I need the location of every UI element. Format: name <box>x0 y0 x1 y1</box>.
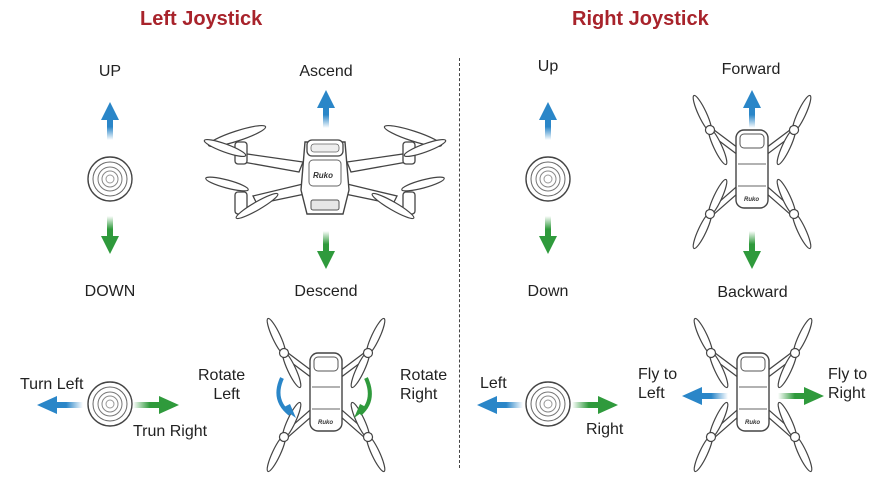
descend-label: Descend <box>294 283 358 300</box>
drone-roll-logo: Ruko <box>745 420 760 426</box>
rotate-right-label: Rotate Right <box>400 367 448 403</box>
fly-right-label: Fly to Right <box>828 366 868 402</box>
right-right-arrow <box>572 396 618 414</box>
right-up-label: Up <box>537 58 559 75</box>
backward-label: Backward <box>717 284 788 301</box>
turn-left-arrow <box>37 396 83 414</box>
ascend-arrow <box>317 90 335 128</box>
rotate-right-arrowhead <box>354 404 368 418</box>
ascend-label: Ascend <box>299 63 353 80</box>
right-down-label: Down <box>527 283 569 300</box>
right-joystick-title: Right Joystick <box>572 8 709 30</box>
left-joystick-title: Left Joystick <box>140 8 263 30</box>
rotate-left-label: Rotate Left <box>198 367 246 403</box>
backward-arrow <box>743 231 761 269</box>
descend-arrow <box>317 231 335 269</box>
left-up-label: UP <box>98 63 122 80</box>
right-up-arrow <box>539 102 557 140</box>
right-right-label: Right <box>586 421 624 438</box>
forward-label: Forward <box>721 61 781 78</box>
left-down-arrow <box>101 216 119 254</box>
turn-right-arrow <box>133 396 179 414</box>
drone-side-view <box>203 124 447 220</box>
left-joystick-knob-vertical <box>87 156 133 202</box>
drone-side-logo: Ruko <box>313 171 333 180</box>
right-joystick-knob-vertical <box>525 156 571 202</box>
forward-arrow <box>743 90 761 128</box>
turn-left-label: Turn Left <box>20 376 84 393</box>
right-left-arrow <box>477 396 523 414</box>
right-down-arrow <box>539 216 557 254</box>
fly-right-arrow <box>778 387 824 405</box>
left-up-arrow <box>101 102 119 140</box>
drone-rotate-logo: Ruko <box>318 420 333 426</box>
drone-pitch-logo: Ruko <box>744 197 759 203</box>
fly-left-label: Fly to Left <box>638 366 678 402</box>
fly-left-arrow <box>682 387 728 405</box>
left-down-label: DOWN <box>84 283 136 300</box>
center-divider <box>459 58 460 468</box>
turn-right-label: Trun Right <box>133 423 208 440</box>
left-joystick-knob-horizontal <box>87 381 133 427</box>
right-left-label: Left <box>480 375 507 392</box>
rotate-left-arrowhead <box>282 404 296 418</box>
right-joystick-knob-horizontal <box>525 381 571 427</box>
